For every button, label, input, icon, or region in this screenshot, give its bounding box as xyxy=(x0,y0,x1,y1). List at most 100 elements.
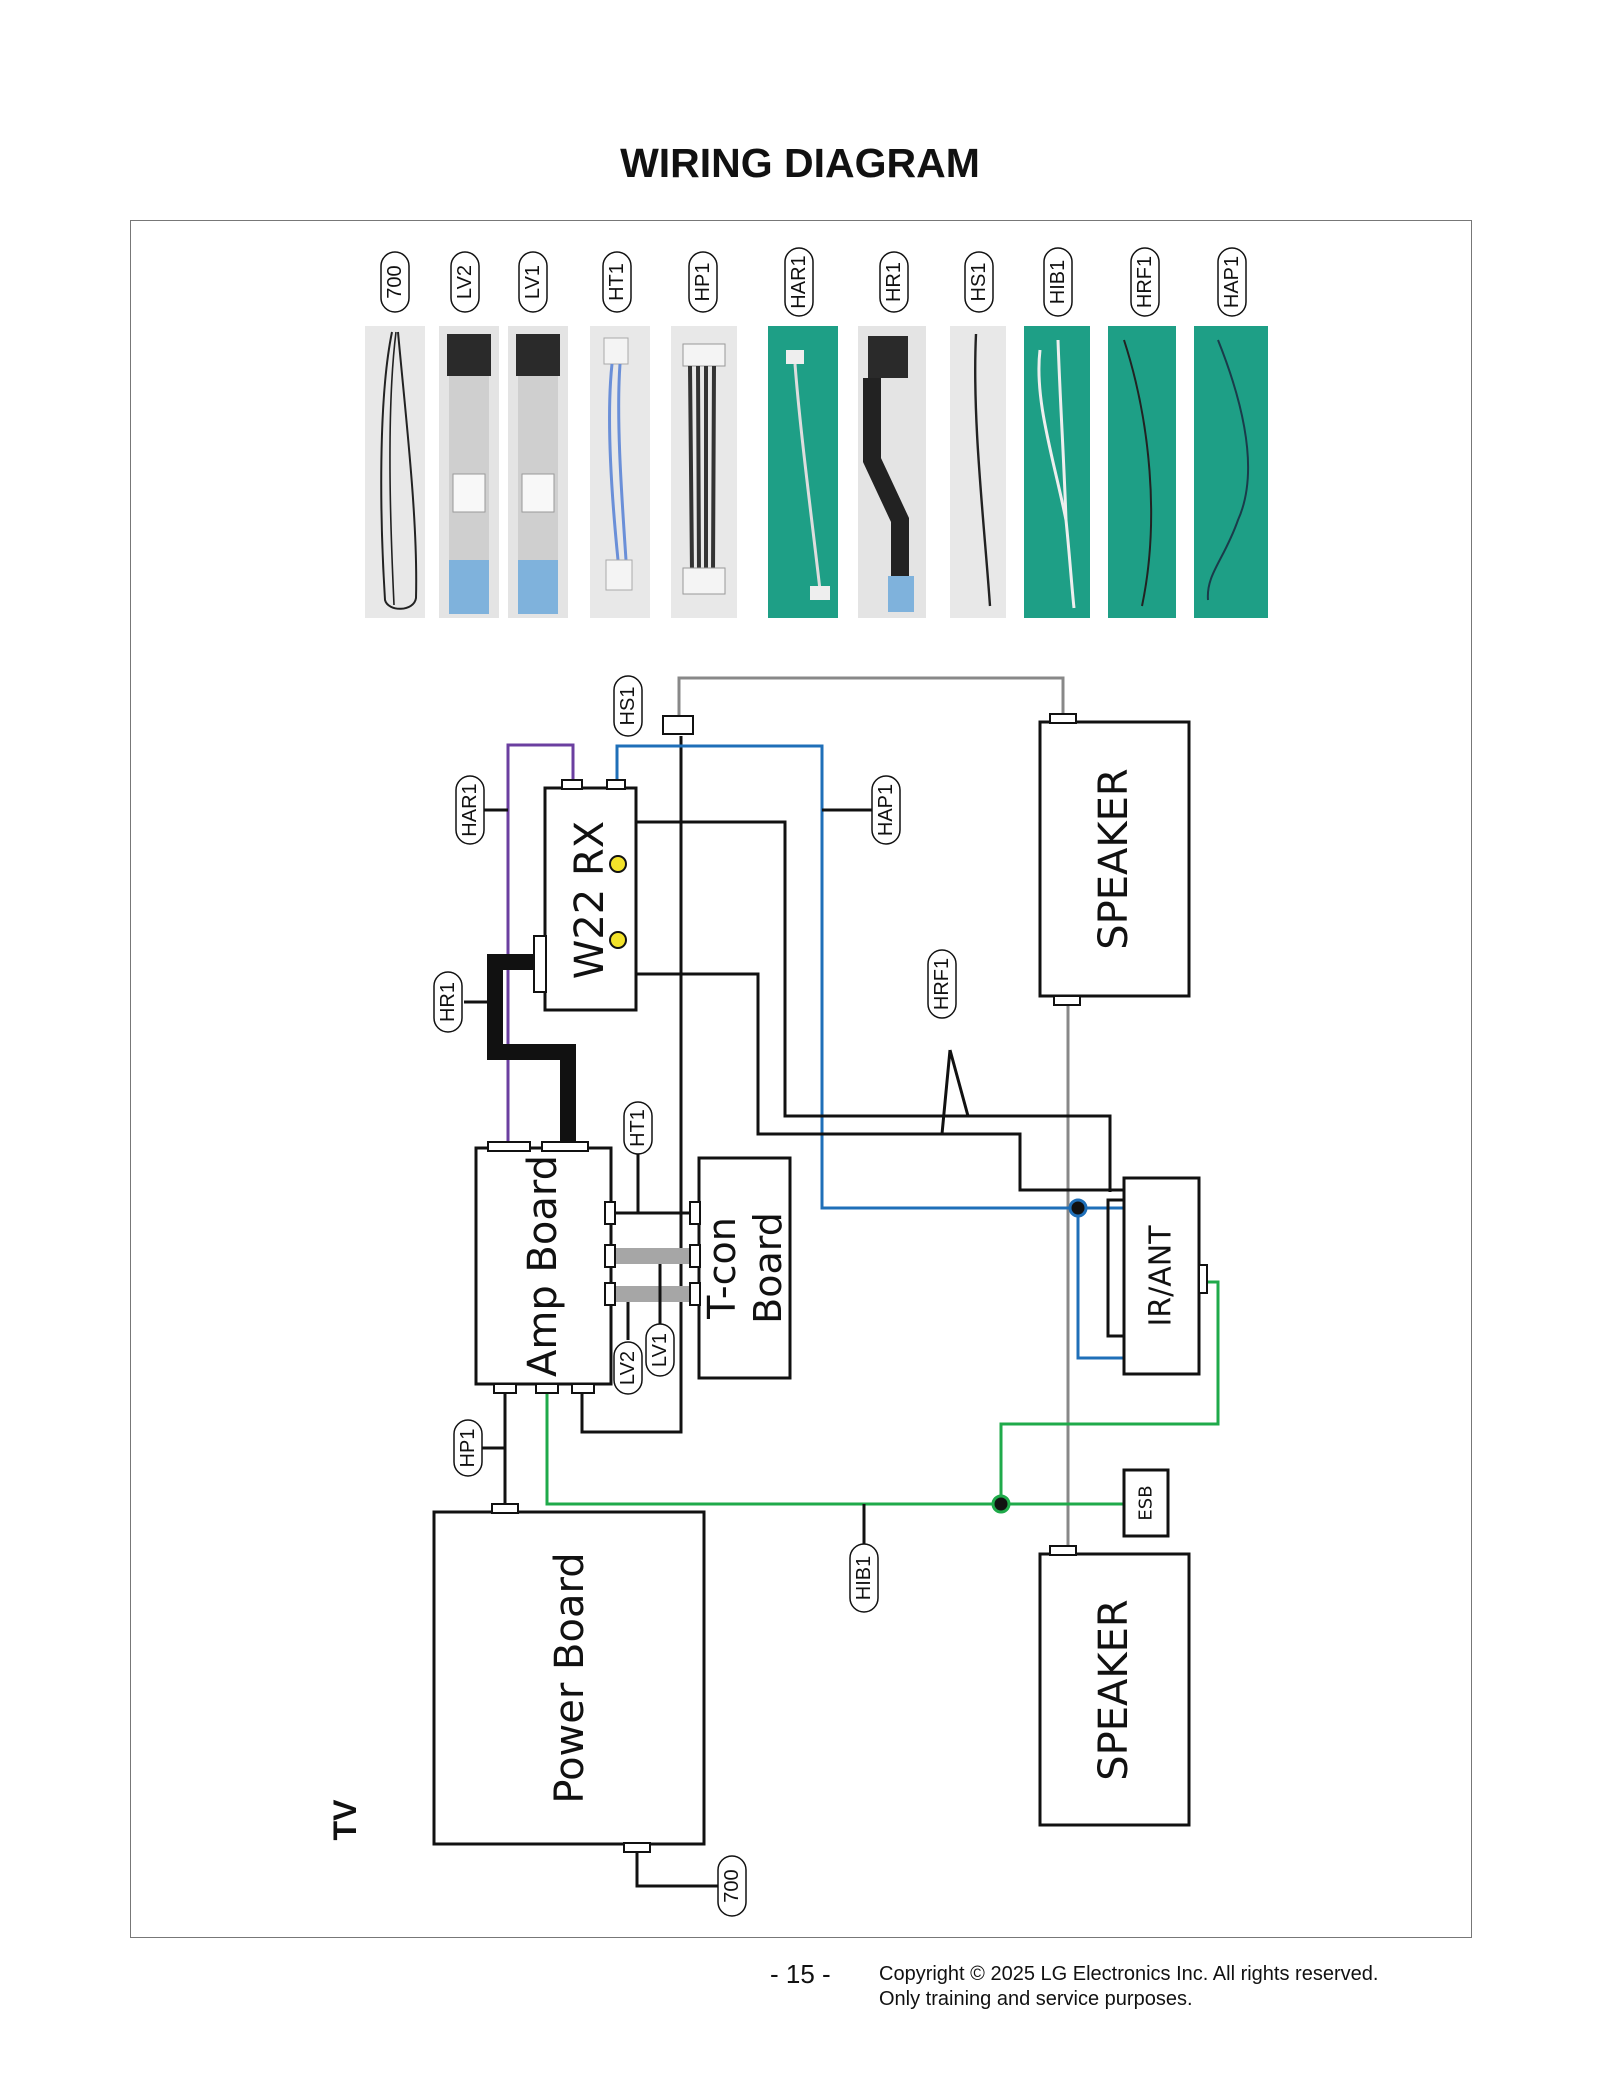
wire-lv1-ribbon xyxy=(612,1248,694,1264)
block-speaker-top: SPEAKER xyxy=(1038,713,1191,1006)
tag-har1: HAR1 xyxy=(455,775,485,845)
block-w22rx: W22 RX xyxy=(533,779,638,1012)
wire-hrf1-pointer xyxy=(940,1049,970,1135)
cable-photo-lv1 xyxy=(508,326,568,618)
legend-tag-lv1: LV1 xyxy=(518,251,548,313)
legend-label-lv1: LV1 xyxy=(522,265,544,299)
wire-hs1-gray xyxy=(677,676,1065,720)
cable-photo-ht1 xyxy=(590,326,650,618)
copyright-line-1: Copyright © 2025 LG Electronics Inc. All… xyxy=(879,1963,1379,1985)
tv-label: TV xyxy=(327,1799,363,1841)
legend-label-hr1: HR1 xyxy=(883,262,905,302)
cable-photo-700 xyxy=(365,326,425,618)
wire-hib1-green-branch xyxy=(999,1280,1220,1504)
block-label-tcon-2: Board xyxy=(746,1212,790,1324)
cable-photo-hap1 xyxy=(1194,326,1268,618)
page-title: WIRING DIAGRAM xyxy=(620,140,980,186)
legend-tag-700: 700 xyxy=(380,251,410,313)
junction-blue xyxy=(1068,1198,1088,1218)
tag-700: 700 xyxy=(717,1855,747,1917)
cable-photo-hib1 xyxy=(1024,326,1090,618)
block-label-esb: ESB xyxy=(1136,1485,1157,1520)
cable-legend: 700 LV2 LV1 HT1 HP1 HAR1 HR1 HS1 xyxy=(380,247,1247,317)
legend-tag-lv2: LV2 xyxy=(450,251,480,313)
block-label-speaker-bottom: SPEAKER xyxy=(1091,1599,1137,1780)
block-label-power-board: Power Board xyxy=(547,1552,593,1803)
tag-label-hap1: HAP1 xyxy=(875,784,897,836)
legend-tag-har1: HAR1 xyxy=(784,247,814,317)
legend-tag-hrf1: HRF1 xyxy=(1130,247,1160,317)
tag-label-700: 700 xyxy=(721,1869,743,1902)
tag-hrf1: HRF1 xyxy=(927,949,957,1019)
wire-hrf1-a xyxy=(620,820,1112,1192)
legend-label-hrf1: HRF1 xyxy=(1134,256,1156,308)
tag-label-hr1: HR1 xyxy=(437,982,459,1022)
block-label-w22rx: W22 RX xyxy=(567,821,613,979)
wire-700 xyxy=(635,1852,718,1888)
wire-hap1-blue-branch xyxy=(1076,1208,1124,1360)
wire-hs1-black xyxy=(580,736,683,1434)
block-tcon-board: T-con Board xyxy=(689,1156,792,1380)
cable-photo-hrf1 xyxy=(1108,326,1176,618)
wire-hr1-harness xyxy=(487,954,576,1142)
wire-hib1-green xyxy=(545,1392,1124,1506)
wire-lv2-ribbon xyxy=(612,1286,694,1302)
tag-hr1: HR1 xyxy=(433,971,463,1033)
wire-hap1-blue xyxy=(615,744,1128,1210)
block-esb: ESB xyxy=(1122,1468,1170,1538)
legend-tag-hib1: HIB1 xyxy=(1043,247,1073,317)
legend-tag-ht1: HT1 xyxy=(602,251,632,313)
tag-label-har1: HAR1 xyxy=(459,783,481,836)
legend-tag-hs1: HS1 xyxy=(964,251,994,313)
block-speaker-bottom: SPEAKER xyxy=(1038,1545,1191,1827)
legend-label-hap1: HAP1 xyxy=(1221,256,1243,308)
legend-tag-hap1: HAP1 xyxy=(1217,247,1247,317)
tag-label-lv2: LV2 xyxy=(617,1351,639,1385)
tag-label-lv1: LV1 xyxy=(649,1333,671,1367)
legend-label-lv2: LV2 xyxy=(454,265,476,299)
cable-photo-lv2 xyxy=(439,326,499,618)
tag-label-hp1: HP1 xyxy=(457,1429,479,1468)
cable-photo-har1 xyxy=(768,326,838,618)
tag-label-ht1: HT1 xyxy=(627,1109,649,1147)
legend-label-ht1: HT1 xyxy=(606,263,628,301)
cable-photo-hs1 xyxy=(950,326,1006,618)
tag-hib1: HIB1 xyxy=(849,1543,879,1613)
wire-har1-purple xyxy=(506,743,575,1144)
block-label-tcon-1: T-con xyxy=(700,1217,744,1320)
block-ir-ant: IR/ANT xyxy=(1122,1176,1208,1376)
block-amp-board: Amp Board xyxy=(474,1141,616,1394)
block-power-board: Power Board xyxy=(432,1503,706,1853)
legend-label-hp1: HP1 xyxy=(692,263,714,302)
wire-hrf1-c xyxy=(1106,1198,1124,1338)
legend-label-hib1: HIB1 xyxy=(1047,260,1069,304)
legend-label-hs1: HS1 xyxy=(968,263,990,302)
tag-lv2: LV2 xyxy=(613,1341,643,1395)
antenna-port-2 xyxy=(609,931,627,949)
tag-label-hrf1: HRF1 xyxy=(931,958,953,1010)
legend-label-700: 700 xyxy=(384,265,406,298)
legend-tag-hr1: HR1 xyxy=(879,251,909,313)
tag-ht1: HT1 xyxy=(623,1101,653,1155)
tag-label-hib1: HIB1 xyxy=(853,1556,875,1600)
tag-hp1: HP1 xyxy=(453,1419,483,1477)
tag-lv1: LV1 xyxy=(645,1323,675,1377)
diagram-frame xyxy=(130,220,1472,1938)
cable-photos xyxy=(365,326,1268,618)
antenna-port-1 xyxy=(609,855,627,873)
legend-label-har1: HAR1 xyxy=(788,255,810,308)
diagram-tags: HS1 HAR1 HAP1 HR1 HRF1 HT1 LV2 LV1 xyxy=(433,675,957,1917)
cable-photo-hp1 xyxy=(671,326,737,618)
wire-hrf1-b xyxy=(620,972,1124,1192)
block-label-amp-board: Amp Board xyxy=(520,1155,566,1377)
wires xyxy=(464,676,1220,1888)
tag-hap1: HAP1 xyxy=(871,775,901,845)
copyright-notice: Copyright © 2025 LG Electronics Inc. All… xyxy=(879,1962,1378,2012)
copyright-line-2: Only training and service purposes. xyxy=(879,1988,1193,2010)
legend-tag-hp1: HP1 xyxy=(688,251,718,313)
tag-label-hs1: HS1 xyxy=(617,687,639,726)
block-hs1-connector xyxy=(662,715,694,735)
cable-photo-hr1 xyxy=(858,326,926,618)
page-number: - 15 - xyxy=(770,1959,831,1989)
